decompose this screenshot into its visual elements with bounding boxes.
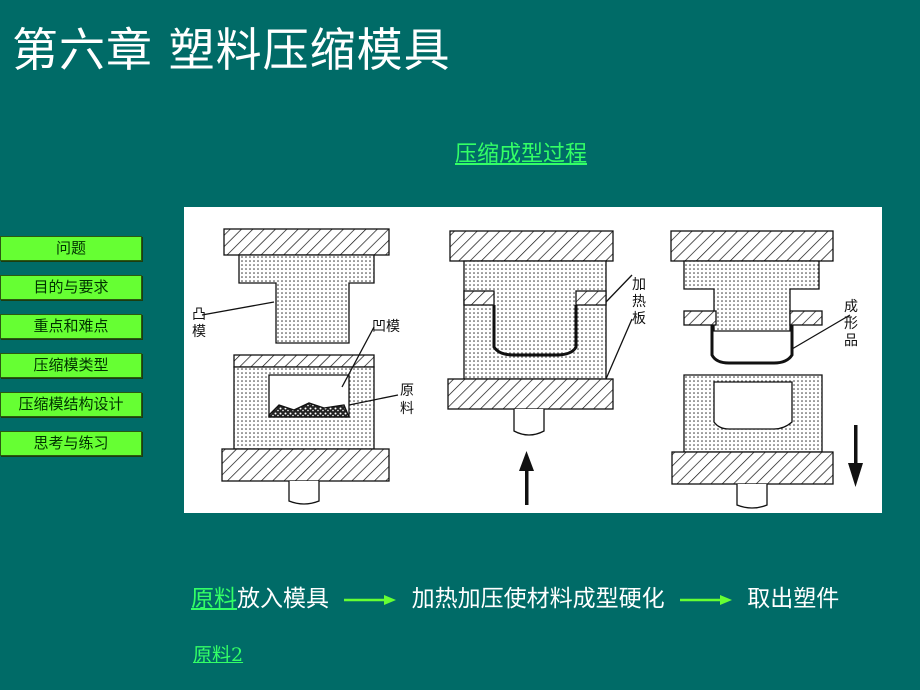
flow-step-1: 放入模具 [237, 586, 329, 612]
nav-button-structure-design[interactable]: 压缩模结构设计 [0, 392, 142, 417]
arrow-right-icon [679, 594, 732, 605]
label-heating-1: 加 [632, 277, 646, 293]
nav-button-questions[interactable]: 问题 [0, 236, 142, 261]
diagram-svg: 凸 模 凹模 原 料 加 热 板 成 形 品 [192, 228, 863, 509]
page-title: 第六章 塑料压缩模具 [12, 23, 451, 77]
raw-material-link[interactable]: 原料 [191, 586, 237, 612]
arrow-right-icon [344, 594, 397, 605]
nav-button-key-points[interactable]: 重点和难点 [0, 314, 142, 339]
raw-material-2-link[interactable]: 原料2 [193, 644, 244, 666]
label-raw-1: 原 [400, 383, 414, 399]
label-product-1: 成 [844, 299, 858, 315]
label-die: 凹模 [372, 319, 400, 335]
label-raw-2: 料 [400, 401, 414, 417]
compression-molding-diagram: 凸 模 凹模 原 料 加 热 板 成 形 品 [184, 207, 882, 513]
label-heating-2: 热 [632, 294, 646, 310]
flow-step-2: 加热加压使材料成型硬化 [411, 586, 665, 612]
flow-step-3: 取出塑件 [747, 586, 840, 612]
process-flow: 原料放入模具 加热加压使材料成型硬化 取出塑件 [191, 579, 839, 613]
label-product-3: 品 [844, 333, 858, 349]
nav-button-mold-types[interactable]: 压缩模类型 [0, 353, 142, 378]
label-product-2: 形 [844, 316, 858, 332]
nav-button-exercises[interactable]: 思考与练习 [0, 431, 142, 456]
nav-button-objectives[interactable]: 目的与要求 [0, 275, 142, 300]
label-heating-3: 板 [632, 311, 646, 327]
label-punch-1: 凸 [192, 307, 206, 323]
compression-process-link[interactable]: 压缩成型过程 [455, 142, 588, 167]
label-punch-2: 模 [192, 324, 206, 340]
